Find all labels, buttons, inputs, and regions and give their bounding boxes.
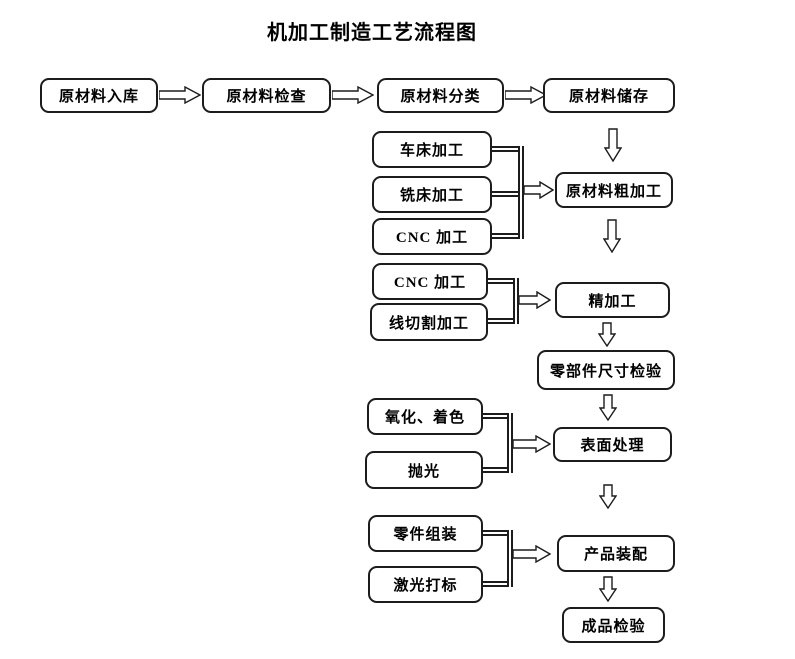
box-cnc-machining-2: CNC 加工 (372, 263, 488, 300)
connector-horizontal (492, 233, 524, 239)
down-arrow-icon (604, 128, 622, 162)
connector-vertical-bus (507, 413, 513, 473)
box-part-dimension-inspection: 零部件尺寸检验 (537, 350, 675, 390)
down-arrow-icon (599, 394, 617, 421)
box-finished-product-inspection: 成品检验 (562, 607, 665, 643)
box-raw-material-inbound: 原材料入库 (40, 78, 158, 113)
right-arrow-icon (332, 86, 374, 104)
box-cnc-machining-1: CNC 加工 (372, 218, 492, 255)
down-arrow-icon (603, 219, 621, 253)
box-parts-assembly: 零件组装 (368, 515, 483, 552)
connector-horizontal (492, 146, 524, 152)
box-raw-material-sorting: 原材料分类 (377, 78, 504, 113)
right-arrow-icon (524, 181, 554, 199)
connector-horizontal (483, 467, 513, 473)
connector-horizontal (483, 530, 513, 536)
box-laser-marking: 激光打标 (368, 566, 483, 603)
box-raw-material-rough-machining: 原材料粗加工 (555, 172, 673, 208)
connector-horizontal (492, 191, 524, 197)
right-arrow-icon (505, 86, 547, 104)
connector-vertical-bus (513, 278, 519, 324)
right-arrow-icon (513, 545, 551, 563)
box-lathe-machining: 车床加工 (372, 131, 492, 168)
box-wire-cut-machining: 线切割加工 (370, 303, 488, 341)
box-milling-machining: 铣床加工 (372, 176, 492, 213)
connector-horizontal (488, 318, 519, 324)
box-raw-material-inspection: 原材料检查 (202, 78, 331, 113)
down-arrow-icon (599, 484, 617, 509)
box-fine-machining: 精加工 (555, 282, 670, 318)
connector-horizontal (488, 278, 519, 284)
connector-horizontal (483, 413, 513, 419)
connector-vertical-bus (518, 146, 524, 239)
box-oxidation-coloring: 氧化、着色 (367, 398, 483, 435)
box-polishing: 抛光 (365, 451, 483, 489)
down-arrow-icon (599, 576, 617, 602)
box-raw-material-storage: 原材料储存 (543, 78, 675, 113)
right-arrow-icon (513, 435, 551, 453)
right-arrow-icon (159, 86, 201, 104)
right-arrow-icon (519, 291, 551, 309)
connector-vertical-bus (507, 530, 513, 587)
box-product-assembly: 产品装配 (557, 535, 675, 572)
connector-horizontal (483, 581, 513, 587)
page-title: 机加工制造工艺流程图 (267, 22, 477, 44)
down-arrow-icon (598, 322, 616, 347)
box-surface-treatment: 表面处理 (553, 427, 672, 462)
